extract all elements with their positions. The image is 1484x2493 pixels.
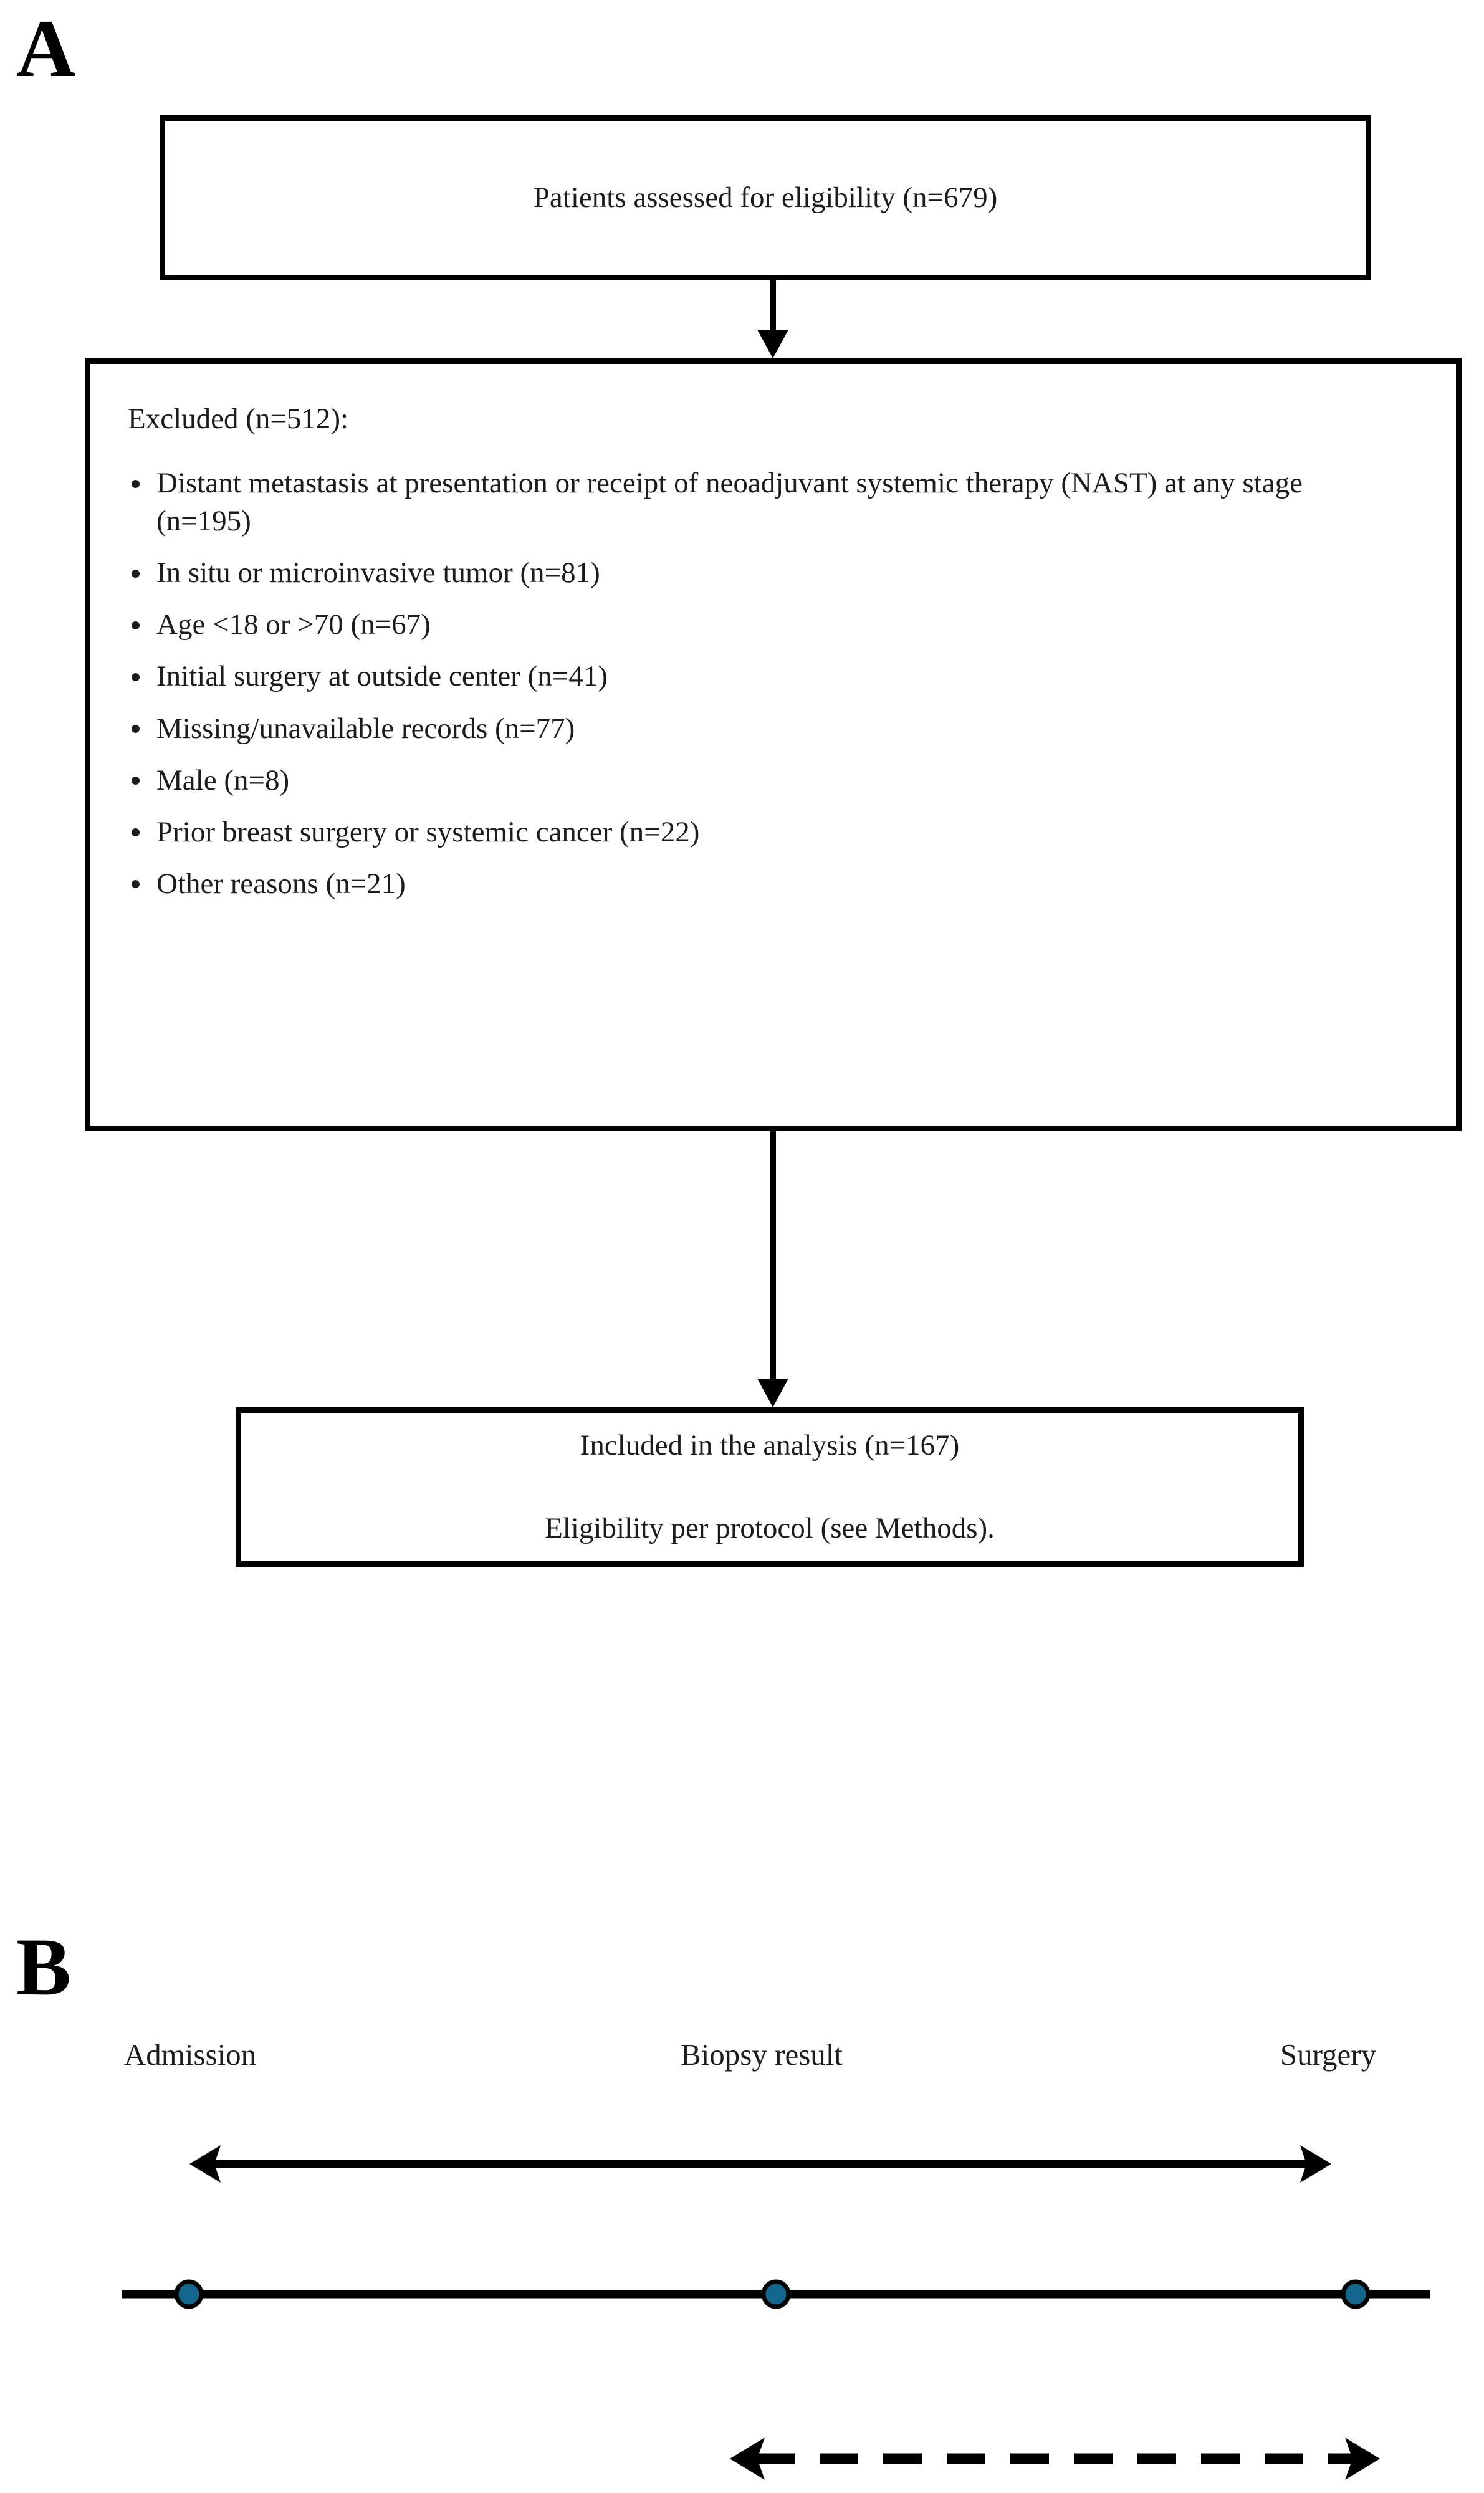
list-item-label: In situ or microinvasive tumor (n=81) bbox=[156, 557, 600, 590]
bullet-icon bbox=[132, 479, 140, 488]
list-item: Other reasons (n=21) bbox=[128, 865, 1419, 903]
included-line-1: Included in the analysis (n=167) bbox=[580, 1428, 960, 1462]
arrow-shaft bbox=[770, 1131, 776, 1379]
bullet-icon bbox=[132, 672, 140, 681]
list-item-label: Distant metastasis at presentation or re… bbox=[156, 467, 1303, 538]
list-item-label: Male (n=8) bbox=[156, 763, 290, 797]
bullet-icon bbox=[132, 777, 140, 785]
excluded-heading: Excluded (n=512): bbox=[128, 403, 349, 435]
list-item: Prior breast surgery or systemic cancer … bbox=[128, 813, 1419, 851]
included-line-2: Eligibility per protocol (see Methods). bbox=[545, 1512, 995, 1545]
excluded-reason-list: Distant metastasis at presentation or re… bbox=[128, 464, 1419, 903]
list-item-label: Age <18 or >70 (n=67) bbox=[156, 608, 431, 641]
bullet-icon bbox=[132, 828, 140, 837]
list-item: Age <18 or >70 (n=67) bbox=[128, 606, 1419, 644]
list-item-label: Missing/unavailable records (n=77) bbox=[156, 712, 575, 745]
list-item: Distant metastasis at presentation or re… bbox=[128, 464, 1378, 540]
list-item: Initial surgery at outside center (n=41) bbox=[128, 658, 1419, 696]
list-item: In situ or microinvasive tumor (n=81) bbox=[128, 554, 1419, 592]
timepoint-dot-admission bbox=[174, 2279, 204, 2309]
panel-a-letter: A bbox=[16, 2, 76, 94]
dashed-arrow-biopsy-to-surgery bbox=[726, 2434, 1384, 2484]
timeline-label-biopsy-result: Biopsy result bbox=[681, 2037, 843, 2072]
list-item-label: Initial surgery at outside center (n=41) bbox=[156, 660, 608, 693]
list-item: Missing/unavailable records (n=77) bbox=[128, 710, 1419, 748]
bullet-icon bbox=[132, 725, 140, 733]
timepoint-dot-biopsy-result bbox=[761, 2279, 791, 2309]
panel-b-letter: B bbox=[16, 1921, 72, 2012]
arrow-down-icon-excluded-to-included bbox=[757, 1131, 788, 1407]
span-arrow-admission-to-surgery bbox=[187, 2144, 1334, 2184]
timeline-label-surgery: Surgery bbox=[1280, 2037, 1377, 2072]
list-item-label: Other reasons (n=21) bbox=[156, 867, 406, 900]
arrow-head bbox=[757, 1379, 788, 1407]
arrow-shaft bbox=[770, 280, 776, 330]
bullet-icon bbox=[132, 621, 140, 629]
arrow-head bbox=[757, 330, 788, 358]
box-included-in-analysis: Included in the analysis (n=167) Eligibi… bbox=[236, 1407, 1304, 1567]
timepoint-dot-surgery bbox=[1341, 2279, 1371, 2309]
box-excluded: Excluded (n=512): Distant metastasis at … bbox=[85, 358, 1462, 1131]
bullet-icon bbox=[132, 880, 140, 889]
bullet-icon bbox=[132, 569, 140, 578]
box-patients-assessed: Patients assessed for eligibility (n=679… bbox=[160, 115, 1371, 280]
list-item: Male (n=8) bbox=[128, 762, 1419, 800]
arrow-down-icon-assessed-to-excluded bbox=[757, 280, 788, 358]
box-included-in-analysis-text: Included in the analysis (n=167) Eligibi… bbox=[545, 1383, 995, 1591]
timeline-axis bbox=[122, 2274, 1430, 2315]
timeline-label-admission: Admission bbox=[123, 2037, 257, 2072]
list-item-label: Prior breast surgery or systemic cancer … bbox=[156, 815, 700, 848]
box-patients-assessed-text: Patients assessed for eligibility (n=679… bbox=[533, 181, 998, 214]
